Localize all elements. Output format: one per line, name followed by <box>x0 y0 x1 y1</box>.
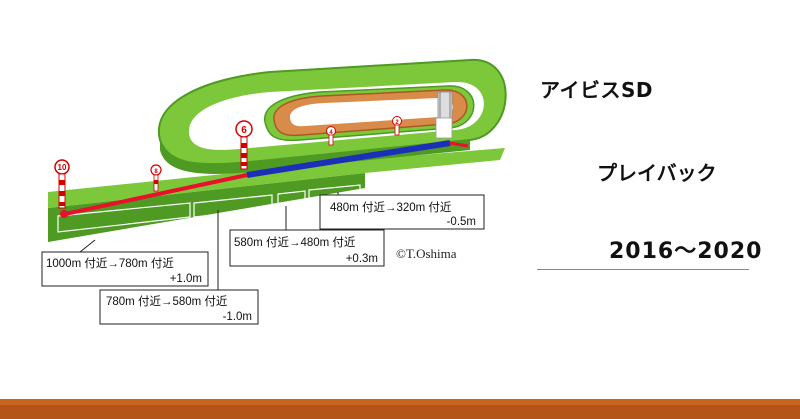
dirt-course <box>273 89 468 137</box>
footer-band-light <box>0 399 800 405</box>
copyright-text: ©T.Oshima <box>396 246 457 261</box>
svg-text:580m 付近→480m 付近: 580m 付近→480m 付近 <box>234 236 356 249</box>
page-subtitle: プレイバック <box>597 161 717 185</box>
svg-text:10: 10 <box>58 163 67 172</box>
section-boxes <box>57 184 361 233</box>
svg-text:1000m 付近→780m 付近: 1000m 付近→780m 付近 <box>46 257 174 270</box>
svg-text:8: 8 <box>154 169 158 175</box>
annotation-s4: 480m 付近→320m 付近 -0.5m <box>319 194 485 230</box>
svg-text:480m 付近→320m 付近: 480m 付近→320m 付近 <box>330 201 452 214</box>
page-title: アイビスSD <box>540 78 654 102</box>
furlong-marker-2: 2 <box>392 116 402 136</box>
furlong-marker-4: 4 <box>326 126 336 146</box>
svg-text:+1.0m: +1.0m <box>170 273 202 285</box>
furlong-marker-6: 6 <box>235 120 253 170</box>
divider <box>537 269 749 270</box>
svg-text:780m 付近→580m 付近: 780m 付近→580m 付近 <box>106 295 228 308</box>
svg-text:6: 6 <box>241 125 247 136</box>
annotation-s3: 580m 付近→480m 付近 +0.3m <box>229 229 385 267</box>
svg-text:2: 2 <box>395 120 399 126</box>
grandstand <box>435 91 453 139</box>
svg-text:-1.0m: -1.0m <box>223 311 252 323</box>
annotation-s1: 1000m 付近→780m 付近 +1.0m <box>41 251 209 287</box>
annotation-s2: 780m 付近→580m 付近 -1.0m <box>99 289 259 325</box>
race-path <box>60 140 469 218</box>
svg-text:-0.5m: -0.5m <box>447 216 476 228</box>
furlong-marker-8: 8 <box>150 164 162 192</box>
svg-text:+0.3m: +0.3m <box>346 253 378 265</box>
leader-lines <box>79 192 339 290</box>
course-diagram: 10 8 6 4 2 480m 付近→320m 付近 <box>41 58 507 325</box>
furlong-marker-10: 10 <box>54 159 70 209</box>
svg-text:4: 4 <box>329 130 333 136</box>
year-range: 2016～2020 <box>609 239 763 264</box>
footer-band <box>0 405 800 419</box>
